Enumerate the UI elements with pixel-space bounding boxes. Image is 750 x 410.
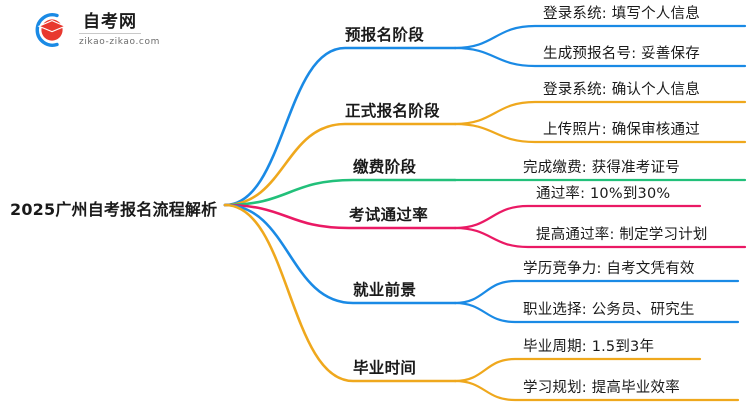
mindmap-leaf-label[interactable]: 学习规划: 提高毕业效率 — [523, 380, 680, 396]
leaf-link-4-1 — [453, 301, 740, 324]
leaf-link-4-0 — [453, 279, 740, 305]
site-logo: 自考网 zikao-zikao.com — [30, 10, 160, 50]
mindmap-branch-label[interactable]: 正式报名阶段 — [345, 102, 440, 120]
mindmap-leaf-label[interactable]: 提高通过率: 制定学习计划 — [536, 227, 708, 243]
logo-url: zikao-zikao.com — [79, 36, 160, 47]
mindmap-leaf-label[interactable]: 完成缴费: 获得准考证号 — [523, 160, 680, 176]
logo-text: 自考网 zikao-zikao.com — [79, 12, 160, 49]
mindmap-leaf-label[interactable]: 生成预报名号: 妥善保存 — [543, 46, 700, 62]
mindmap-leaf-label[interactable]: 登录系统: 填写个人信息 — [543, 6, 700, 22]
mindmap-leaf-label[interactable]: 学历竞争力: 自考文凭有效 — [523, 261, 695, 277]
logo-name-cn: 自考网 — [79, 12, 141, 34]
mindmap-root-label: 2025广州自考报名流程解析 — [10, 200, 218, 219]
mindmap-leaf-label[interactable]: 职业选择: 公务员、研究生 — [523, 302, 695, 318]
branch-link-3 — [223, 203, 457, 230]
leaf-link-3-0 — [453, 204, 702, 230]
branch-link-5 — [223, 203, 457, 383]
branch-link-0 — [223, 46, 457, 207]
leaf-link-1-1 — [453, 122, 747, 144]
mindmap-branch-label[interactable]: 考试通过率 — [349, 206, 429, 224]
leaf-link-3-1 — [453, 226, 747, 249]
logo-cap-outline — [37, 20, 67, 33]
logo-cap-body — [43, 28, 61, 41]
logo-svg — [35, 13, 67, 47]
mindmap-leaf-label[interactable]: 通过率: 10%到30% — [536, 186, 671, 202]
branch-link-1 — [223, 122, 457, 207]
leaf-link-5-1 — [453, 379, 740, 402]
mindmap-branch-label[interactable]: 预报名阶段 — [345, 26, 425, 44]
mindmap-leaf-label[interactable]: 上传照片: 确保审核通过 — [543, 122, 700, 138]
leaf-link-5-0 — [453, 357, 702, 383]
zikao-logo-icon — [30, 10, 72, 50]
leaf-link-1-0 — [453, 100, 747, 126]
branch-link-4 — [223, 203, 457, 305]
mindmap-branch-label[interactable]: 缴费阶段 — [353, 158, 417, 176]
leaf-link-0-1 — [453, 46, 747, 68]
mindmap-branch-label[interactable]: 就业前景 — [353, 281, 417, 299]
mindmap-leaf-label[interactable]: 登录系统: 确认个人信息 — [543, 82, 700, 98]
branch-link-2 — [223, 178, 457, 207]
mindmap-branch-label[interactable]: 毕业时间 — [353, 359, 417, 377]
logo-arc — [35, 13, 59, 47]
leaf-link-0-0 — [453, 24, 747, 50]
mindmap-leaf-label[interactable]: 毕业周期: 1.5到3年 — [523, 339, 655, 355]
